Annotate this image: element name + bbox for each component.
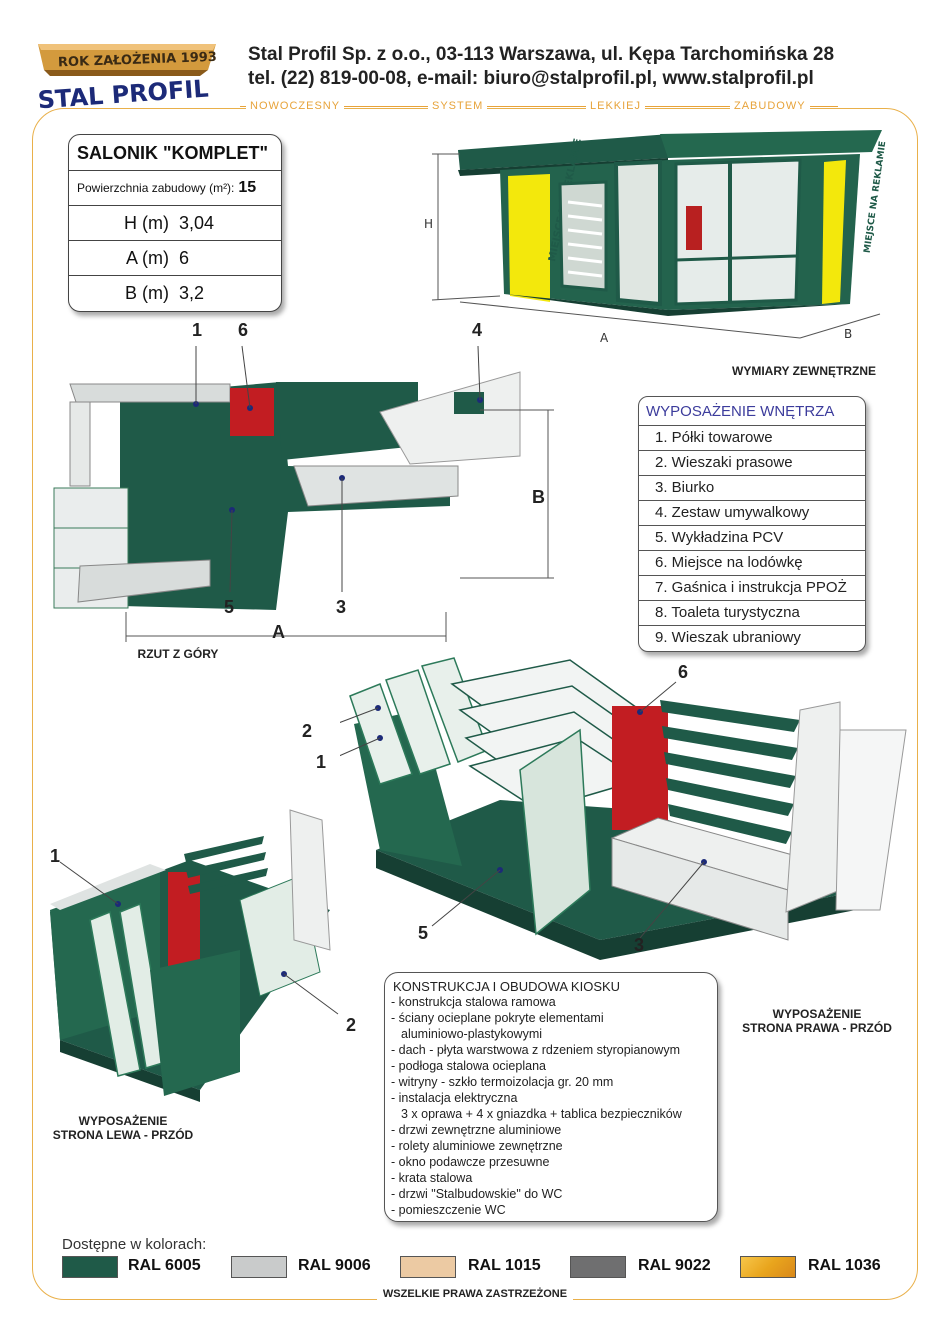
list-item: - pomieszczenie WC [391, 1203, 506, 1217]
plan-view-illustration [50, 316, 570, 646]
salon-spec-table: SALONIK "KOMPLET" Powierzchnia zabudowy … [68, 134, 282, 312]
callout-number: 3 [634, 935, 645, 955]
color-swatch-label: RAL 9006 [298, 1257, 371, 1274]
colors-label: Dostępne w kolorach: [62, 1236, 207, 1253]
color-swatch [62, 1256, 118, 1278]
callout-number: 2 [346, 1015, 357, 1035]
list-item: 2. Wieszaki prasowe [639, 451, 865, 476]
caption-line: WYPOSAŻENIE [78, 1114, 168, 1128]
list-item: 8. Toaleta turystyczna [639, 601, 865, 626]
dim-row: B (m) 3,2 [69, 276, 281, 311]
ad-panel-text-right: MIEJSCE NA REKLAMIE [863, 141, 889, 254]
tagline-word: LEKKIEJ [586, 100, 646, 112]
tagline-word: SYSTEM [428, 100, 488, 112]
dim-value: 6 [179, 247, 190, 268]
tagline-word: ZABUDOWY [730, 100, 810, 112]
kiosk-exterior-illustration: MIEJSCE NA REKLAMIE MIEJSCE NA REKLAMIE … [420, 124, 890, 364]
company-contact: tel. (22) 819-00-08, e-mail: biuro@stalp… [248, 68, 814, 89]
salon-area-row: Powierzchnia zabudowy (m²): 15 [69, 171, 281, 206]
callout-number: 1 [316, 752, 327, 772]
color-swatch [231, 1256, 287, 1278]
dim-label: A (m) [126, 247, 169, 268]
callout-number: 5 [418, 923, 429, 943]
callout-number: 2 [302, 721, 313, 741]
copyright-footer: WSZELKIE PRAWA ZASTRZEŻONE [0, 1288, 950, 1300]
rights-text: WSZELKIE PRAWA ZASTRZEŻONE [376, 1288, 574, 1300]
dim-value: 3,2 [179, 283, 205, 303]
equipment-list: WYPOSAŻENIE WNĘTRZA 1. Półki towarowe 2.… [638, 396, 866, 652]
list-item: 5. Wykładzina PCV [639, 526, 865, 551]
interior-left-illustration [40, 800, 340, 1110]
color-swatch [740, 1256, 796, 1278]
list-item: - krata stalowa [391, 1171, 473, 1185]
callout-number: 4 [472, 320, 483, 340]
list-item: 3. Biurko [639, 476, 865, 501]
color-swatch-label: RAL 9022 [638, 1257, 711, 1274]
color-swatch [570, 1256, 626, 1278]
right-view-caption: WYPOSAŻENIE STRONA PRAWA - PRZÓD [722, 1007, 912, 1035]
list-item: - instalacja elektryczna [391, 1091, 518, 1105]
callout-number: 1 [192, 320, 203, 340]
callout-number: 1 [50, 846, 61, 866]
list-item: aluminiowo-plastykowymi [401, 1027, 543, 1041]
list-item: - podłoga stalowa ocieplana [391, 1059, 546, 1073]
svg-text:ROK ZAŁOŻENIA 1993: ROK ZAŁOŻENIA 1993 [58, 49, 217, 71]
caption-line: WYPOSAŻENIE [772, 1007, 862, 1021]
list-item: 9. Wieszak ubraniowy [655, 629, 801, 646]
dim-b-label: B [844, 327, 852, 341]
equipment-title: WYPOSAŻENIE WNĘTRZA [639, 397, 865, 426]
callout-number: 3 [336, 597, 347, 617]
left-view-caption: WYPOSAŻENIE STRONA LEWA - PRZÓD [40, 1114, 206, 1142]
list-item: 6. Miejsce na lodówkę [639, 551, 865, 576]
company-logo: ROK ZAŁOŻENIA 1993 STAL PROFIL [30, 40, 230, 120]
dim-h-label: H [424, 217, 433, 231]
construction-spec-box: KONSTRUKCJA I OBUDOWA KIOSKU - konstrukc… [384, 972, 718, 1222]
tagline-rule [240, 106, 838, 107]
color-swatch-label: RAL 6005 [128, 1257, 201, 1274]
callout-number: 6 [678, 662, 689, 682]
exterior-caption: WYMIARY ZEWNĘTRZNE [732, 364, 876, 378]
construction-title: KONSTRUKCJA I OBUDOWA KIOSKU [393, 979, 621, 994]
dim-row: A (m) 6 [69, 241, 281, 276]
plan-dim-b: B [532, 487, 545, 507]
list-item: - okno podawcze przesuwne [391, 1155, 550, 1169]
area-label: Powierzchnia zabudowy (m²): [77, 181, 235, 195]
svg-text:STAL PROFIL: STAL PROFIL [37, 75, 210, 115]
tagline-word: NOWOCZESNY [246, 100, 345, 112]
dim-row: H (m) 3,04 [69, 206, 281, 241]
list-item: 3 x oprawa + 4 x gniazdka + tablica bezp… [401, 1107, 682, 1121]
dim-value: 3,04 [179, 212, 215, 233]
list-item: 4. Zestaw umywalkowy [639, 501, 865, 526]
caption-line: STRONA PRAWA - PRZÓD [742, 1021, 892, 1035]
caption-line: STRONA LEWA - PRZÓD [52, 1128, 194, 1142]
list-item: - dach - płyta warstwowa z rdzeniem styr… [391, 1043, 680, 1057]
list-item: - drzwi "Stalbudowskie" do WC [391, 1187, 563, 1201]
list-item: - ściany ocieplane pokryte elementami [391, 1011, 604, 1025]
company-address: Stal Profil Sp. z o.o., 03-113 Warszawa,… [248, 44, 835, 65]
list-item: 7. Gaśnica i instrukcja PPOŻ [639, 576, 865, 601]
list-item: - witryny - szkło termoizolacja gr. 20 m… [391, 1075, 614, 1089]
interior-right-illustration [319, 650, 912, 990]
plan-caption: RZUT Z GÓRY [137, 647, 219, 661]
color-swatch-label: RAL 1015 [468, 1257, 541, 1274]
list-item: 1. Półki towarowe [639, 426, 865, 451]
dim-a-label: A [600, 331, 609, 345]
salon-title: SALONIK "KOMPLET" [69, 135, 281, 171]
dim-label: H (m) [124, 212, 169, 233]
list-item: - rolety aluminiowe zewnętrzne [391, 1139, 563, 1153]
list-item: - konstrukcja stalowa ramowa [391, 995, 556, 1009]
callout-number: 5 [224, 597, 235, 617]
color-swatch-label: RAL 1036 [808, 1257, 881, 1274]
callout-number: 6 [238, 320, 249, 340]
list-item: - drzwi zewnętrzne aluminiowe [391, 1123, 562, 1137]
plan-dim-a: A [272, 622, 285, 642]
dim-label: B (m) [125, 283, 169, 303]
area-value: 15 [238, 179, 257, 196]
color-swatch [400, 1256, 456, 1278]
